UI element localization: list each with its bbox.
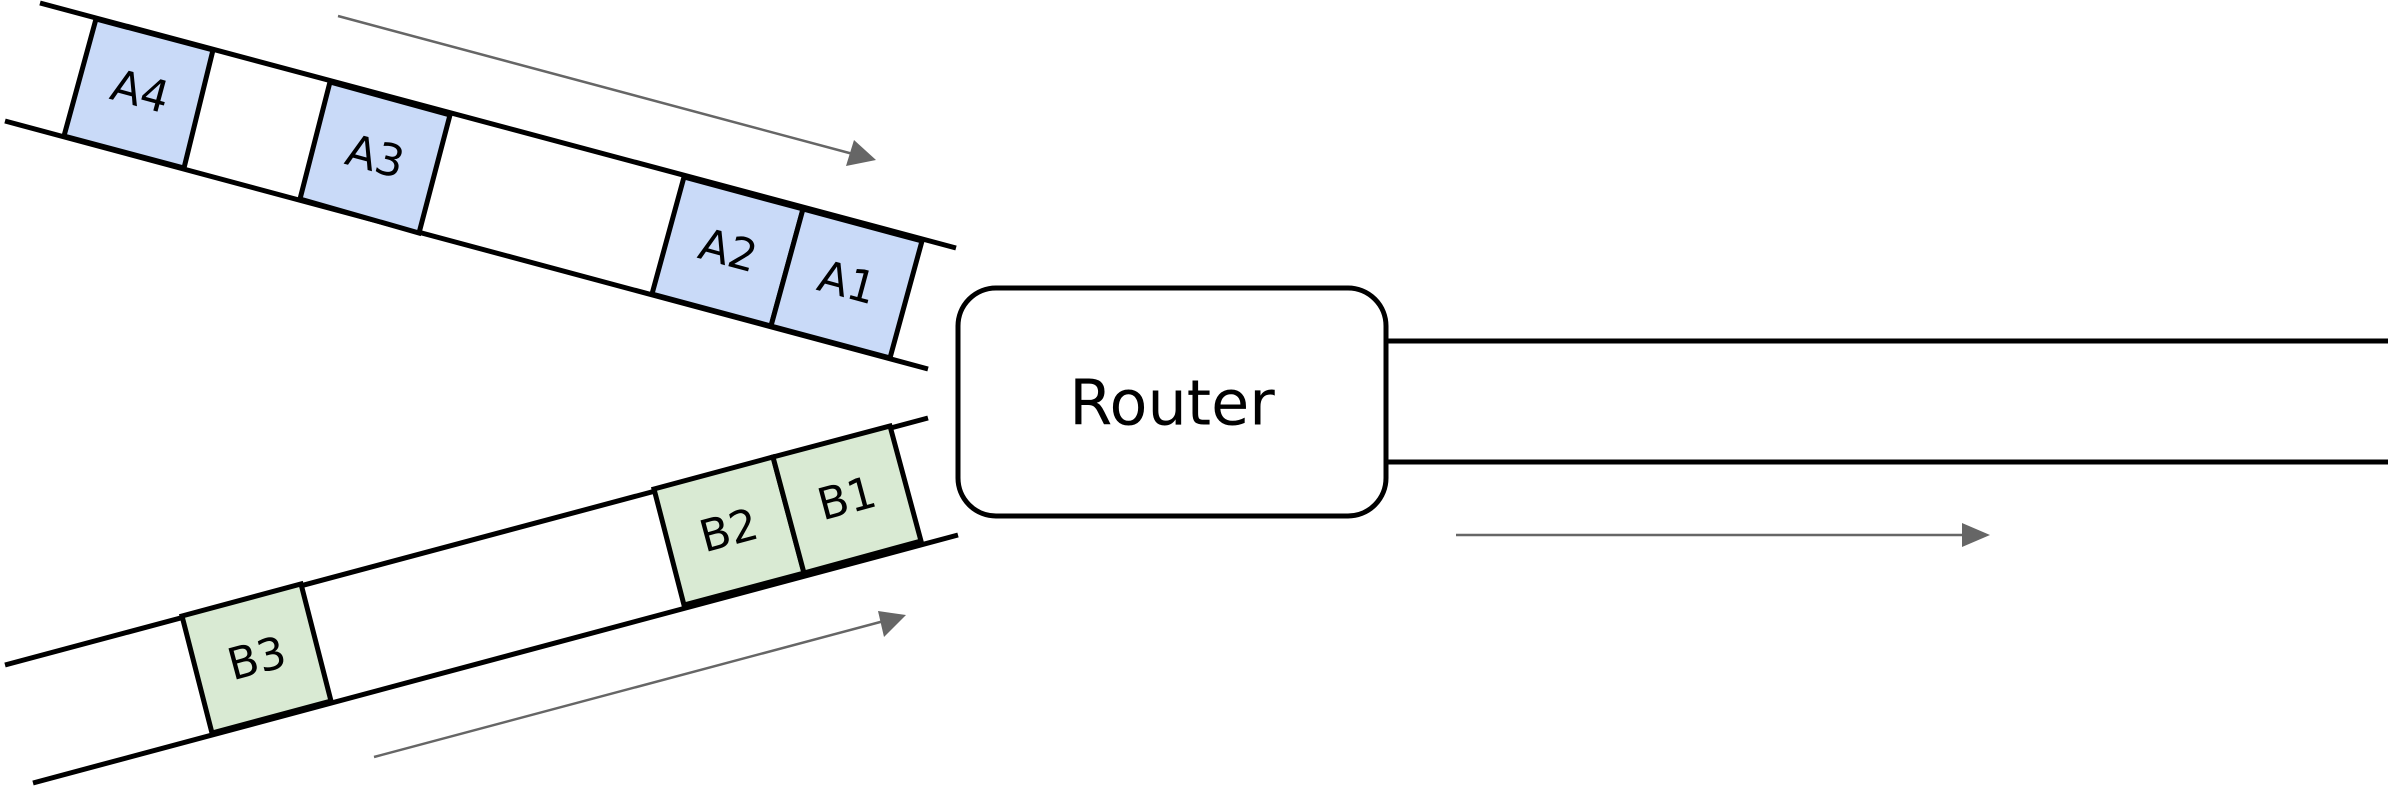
packet-b1: B1	[769, 422, 925, 577]
flow-arrow-output	[1456, 523, 1990, 547]
packet-a3-box	[296, 78, 454, 237]
output-link	[1386, 338, 2388, 465]
flow-arrow-output-head	[1962, 523, 1990, 547]
flow-arrow-link-a	[337, 14, 876, 166]
flow-arrow-link-b-head	[878, 611, 906, 637]
router-label: Router	[1069, 367, 1275, 440]
packet-a4: A4	[60, 15, 217, 172]
link-b-bottom-edge	[32, 532, 959, 786]
flow-arrow-link-b-shaft	[373, 619, 885, 759]
flow-arrow-link-b	[373, 611, 906, 759]
packet-a3: A3	[296, 78, 454, 237]
router: Router	[955, 285, 1389, 519]
flow-arrow-link-a-shaft	[337, 14, 854, 156]
flow-arrow-link-a-head	[846, 140, 876, 166]
router-box	[955, 285, 1389, 519]
packet-a2: A2	[648, 173, 807, 330]
packet-b2: B2	[650, 453, 808, 609]
packet-a1-box	[767, 205, 926, 362]
packet-a1: A1	[767, 205, 926, 362]
packet-b1-box	[769, 422, 925, 577]
packet-b3-box	[178, 580, 335, 737]
packet-b3: B3	[178, 580, 335, 737]
packet-a4-box	[60, 15, 217, 172]
